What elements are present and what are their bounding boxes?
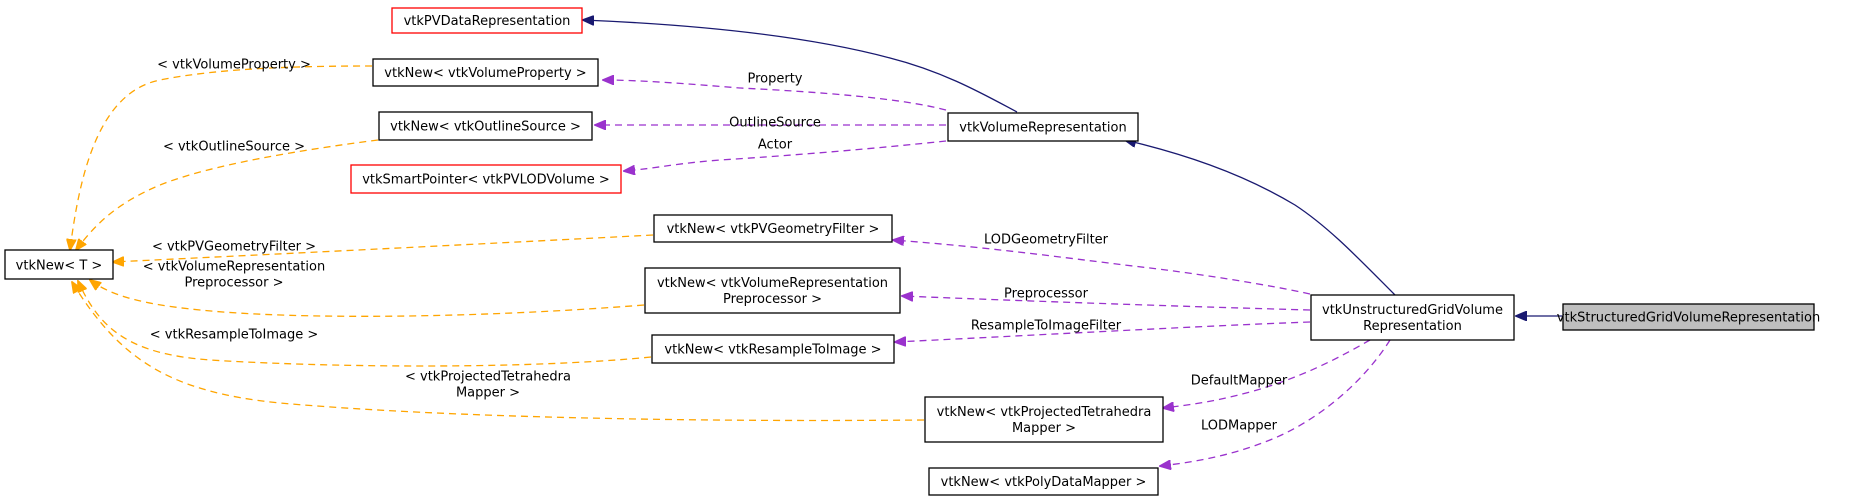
text-line: Property — [747, 72, 802, 87]
node-vtkpvdatarepresentation[interactable]: vtkPVDataRepresentation — [391, 7, 583, 34]
edge-labels: < vtkVolumeProperty > < vtkOutlineSource… — [143, 58, 1288, 434]
text-line: vtkNew< T > — [16, 259, 103, 274]
svg-text:vtkNew< vtkPolyDataMapper >: vtkNew< vtkPolyDataMapper > — [941, 475, 1147, 490]
text-line: vtkNew< vtkPVGeometryFilter > — [667, 222, 880, 237]
edge-label-resample-filter: ResampleToImageFilter — [971, 319, 1122, 334]
text-line: vtkStructuredGridVolumeRepresentation — [1557, 311, 1820, 326]
text-line: Preprocessor — [1004, 287, 1089, 302]
edge-tpl-projtet — [72, 282, 925, 422]
svg-text:vtkStructuredGridVolumeReprese: vtkStructuredGridVolumeRepresentation — [1557, 311, 1820, 326]
edge-label-resample: < vtkResampleToImage > — [150, 328, 318, 343]
edge-label-preprocessor: Preprocessor — [1004, 287, 1089, 302]
text-line: Representation — [1363, 319, 1462, 334]
edge-label-outline-source: < vtkOutlineSource > — [163, 140, 305, 155]
text-line: Actor — [758, 138, 793, 153]
text-line: vtkNew< vtkVolumeProperty > — [384, 66, 586, 81]
svg-text:vtkPVDataRepresentation: vtkPVDataRepresentation — [404, 14, 571, 29]
template-edges — [70, 65, 925, 422]
svg-text:vtkNew< vtkVolumeProperty >: vtkNew< vtkVolumeProperty > — [384, 66, 586, 81]
edge-lod-geometry — [893, 240, 1311, 295]
node-vtknew-vtkresampletoimage[interactable]: vtkNew< vtkResampleToImage > — [651, 334, 895, 364]
edge-property — [603, 80, 947, 111]
svg-text:vtkSmartPointer< vtkPVLODVolum: vtkSmartPointer< vtkPVLODVolume > — [362, 173, 610, 188]
text-line: LODMapper — [1201, 419, 1278, 434]
edge-label-geometry-filter: < vtkPVGeometryFilter > — [152, 240, 316, 255]
svg-text:vtkVolumeRepresentation: vtkVolumeRepresentation — [959, 121, 1126, 136]
text-line: < vtkPVGeometryFilter > — [152, 240, 316, 255]
text-line: vtkNew< vtkResampleToImage > — [664, 343, 881, 358]
text-line: vtkNew< vtkOutlineSource > — [390, 120, 581, 135]
text-line: < vtkProjectedTetrahedra — [405, 370, 571, 385]
text-line: Mapper > — [1012, 421, 1076, 436]
edge-label-property: Property — [747, 72, 802, 87]
edge-label-lod-mapper: LODMapper — [1201, 419, 1278, 434]
edge-tpl-volume-property — [70, 65, 373, 250]
node-vtknew-vtkoutlinesource[interactable]: vtkNew< vtkOutlineSource > — [378, 111, 593, 141]
text-line: ResampleToImageFilter — [971, 319, 1122, 334]
edge-lod-mapper — [1160, 339, 1391, 466]
text-line: vtkNew< vtkProjectedTetrahedra — [937, 405, 1152, 420]
nodes: vtkNew< T > vtkPVDataRepresentation vtkN… — [4, 7, 1820, 496]
text-line: Preprocessor > — [185, 276, 284, 291]
text-line: LODGeometryFilter — [984, 233, 1109, 248]
node-vtksmartpointer-vtkpvlodvolume[interactable]: vtkSmartPointer< vtkPVLODVolume > — [350, 164, 622, 194]
node-vtknew-vtkpvgeometryfilter[interactable]: vtkNew< vtkPVGeometryFilter > — [653, 214, 893, 243]
text-line: < vtkResampleToImage > — [150, 328, 318, 343]
text-line: vtkUnstructuredGridVolume — [1322, 303, 1503, 318]
edge-tpl-outline-source — [76, 139, 379, 250]
edge-preprocessor — [902, 296, 1311, 311]
text-line: Preprocessor > — [723, 292, 822, 307]
node-vtknew-vtkvolumeproperty[interactable]: vtkNew< vtkVolumeProperty > — [372, 58, 599, 87]
edge-label-lod-geometry: LODGeometryFilter — [984, 233, 1109, 248]
svg-text:vtkNew< vtkPVGeometryFilter >: vtkNew< vtkPVGeometryFilter > — [667, 222, 880, 237]
text-line: vtkPVDataRepresentation — [404, 14, 571, 29]
inheritance-edges — [583, 20, 1562, 316]
edge-label-outline: OutlineSource — [729, 116, 821, 131]
member-edges — [595, 80, 1391, 466]
edge-ugrid-to-volrep — [1125, 140, 1396, 296]
svg-text:vtkNew< vtkVolumeRepresentatio: vtkNew< vtkVolumeRepresentationPreproces… — [657, 276, 888, 307]
edge-tpl-geometry-filter — [113, 234, 654, 262]
text-line: vtkVolumeRepresentation — [959, 121, 1126, 136]
text-line: DefaultMapper — [1191, 374, 1288, 389]
edge-label-actor: Actor — [758, 138, 793, 153]
text-line: < vtkVolumeProperty > — [157, 58, 311, 73]
svg-text:vtkNew< vtkOutlineSource >: vtkNew< vtkOutlineSource > — [390, 120, 581, 135]
node-vtknew-t[interactable]: vtkNew< T > — [4, 249, 114, 280]
node-vtkvolumerepresentation[interactable]: vtkVolumeRepresentation — [947, 112, 1139, 142]
text-line: < vtkVolumeRepresentation — [143, 260, 325, 275]
text-line: Mapper > — [456, 386, 520, 401]
edge-resample-filter — [895, 321, 1311, 342]
node-vtknew-vtkpolydatamapper[interactable]: vtkNew< vtkPolyDataMapper > — [928, 467, 1159, 496]
edge-tpl-volrep-pre — [90, 280, 645, 317]
text-line: vtkNew< vtkVolumeRepresentation — [657, 276, 888, 291]
edge-default-mapper — [1163, 339, 1371, 408]
text-line: vtkNew< vtkPolyDataMapper > — [941, 475, 1147, 490]
edge-tpl-resample — [78, 281, 652, 367]
text-line: vtkSmartPointer< vtkPVLODVolume > — [362, 173, 610, 188]
text-line: < vtkOutlineSource > — [163, 140, 305, 155]
text-line: OutlineSource — [729, 116, 821, 131]
edge-volrep-to-pvdata — [583, 20, 1018, 113]
svg-text:vtkNew< T >: vtkNew< T > — [16, 259, 103, 274]
node-vtkstructuredgridvolumerepresentation[interactable]: vtkStructuredGridVolumeRepresentation — [1557, 303, 1820, 331]
svg-text:vtkNew< vtkResampleToImage >: vtkNew< vtkResampleToImage > — [664, 343, 881, 358]
edge-label-default-mapper: DefaultMapper — [1191, 374, 1288, 389]
edge-label-volume-property: < vtkVolumeProperty > — [157, 58, 311, 73]
edge-actor — [624, 140, 947, 171]
